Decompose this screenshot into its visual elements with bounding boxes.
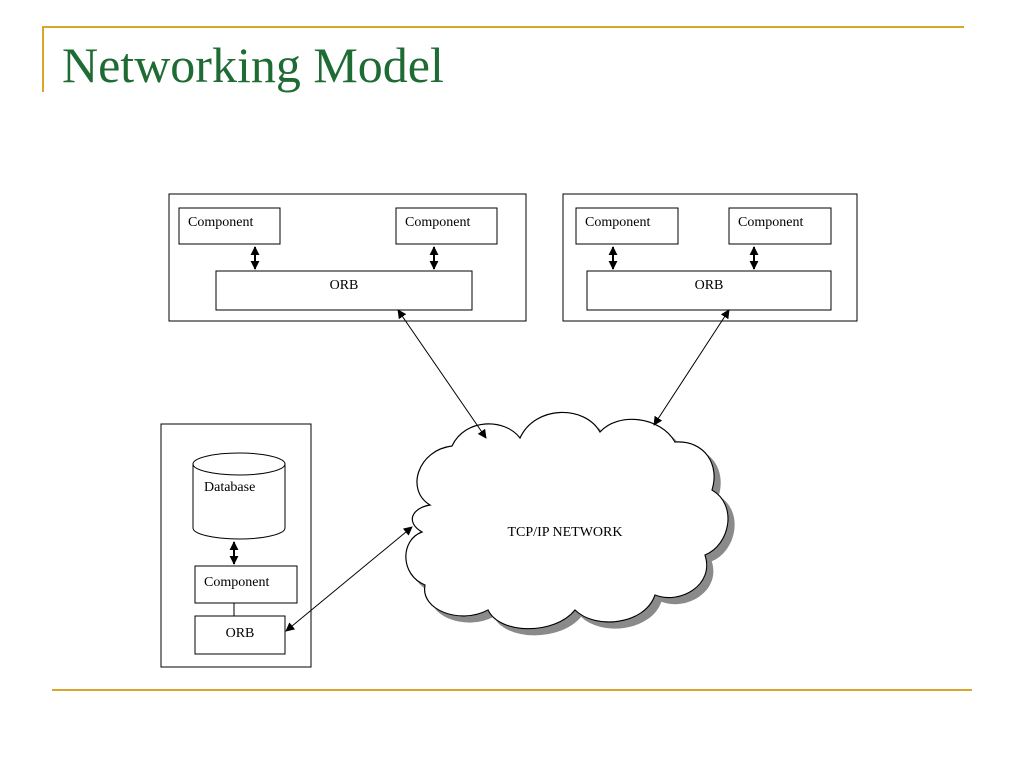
host-3-component-label: Component <box>204 575 269 590</box>
host-2-orb: ORB <box>586 270 832 311</box>
host-2-box: Component Component ORB <box>562 193 858 322</box>
host-1-left-component: Component <box>178 207 281 245</box>
database-cylinder: Database <box>192 452 286 540</box>
network-label: TCP/IP NETWORK <box>508 525 623 540</box>
host-2-left-component-label: Component <box>585 215 650 230</box>
host-1-orb: ORB <box>215 270 473 311</box>
host-1-left-component-label: Component <box>188 215 253 230</box>
host-2-network-link <box>653 309 730 426</box>
tcp-ip-network-cloud: TCP/IP NETWORK <box>405 411 729 630</box>
host-3-component: Component <box>194 565 298 604</box>
host-3-orb-label: ORB <box>226 626 255 641</box>
title-accent-bar <box>42 26 44 92</box>
database-label: Database <box>204 480 255 495</box>
host-1-network-link <box>397 309 487 439</box>
host-2-right-component: Component <box>728 207 832 245</box>
host-3-box: Database Component ORB <box>160 423 312 668</box>
host-1-right-component-label: Component <box>405 215 470 230</box>
host-2-right-component-label: Component <box>738 215 803 230</box>
host-3-network-link <box>285 526 413 632</box>
host-1-right-component: Component <box>395 207 498 245</box>
host-1-box: Component Component ORB <box>168 193 527 322</box>
host-1-orb-label: ORB <box>330 278 359 293</box>
bottom-rule <box>52 689 972 691</box>
title-top-rule <box>42 26 964 28</box>
host-3-orb: ORB <box>194 615 286 655</box>
host-2-orb-label: ORB <box>695 278 724 293</box>
host-2-left-component: Component <box>575 207 679 245</box>
slide-title: Networking Model <box>62 37 444 93</box>
